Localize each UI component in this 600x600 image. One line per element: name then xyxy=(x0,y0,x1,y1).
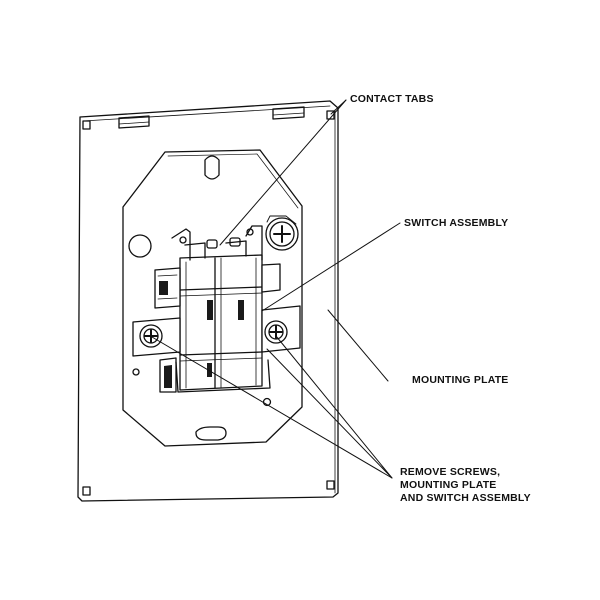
right-mounting-screw xyxy=(261,305,301,353)
remove-screws-line3: AND SWITCH ASSEMBLY xyxy=(400,492,531,504)
switch-body xyxy=(154,225,281,393)
contact-tabs-label: CONTACT TABS xyxy=(350,93,434,105)
left-mounting-screw xyxy=(132,317,181,357)
switch-assembly-label: SWITCH ASSEMBLY xyxy=(404,217,509,229)
remove-screws-label: REMOVE SCREWS, MOUNTING PLATE AND SWITCH… xyxy=(400,466,531,505)
mounting-plate xyxy=(77,100,339,502)
leader-lines xyxy=(151,99,401,479)
mounting-plate-label: MOUNTING PLATE xyxy=(412,374,509,386)
remove-screws-line2: MOUNTING PLATE xyxy=(400,479,497,491)
remove-screws-line1: REMOVE SCREWS, xyxy=(400,466,501,478)
switch-box-plate xyxy=(122,149,303,447)
ground-screw xyxy=(265,215,299,251)
